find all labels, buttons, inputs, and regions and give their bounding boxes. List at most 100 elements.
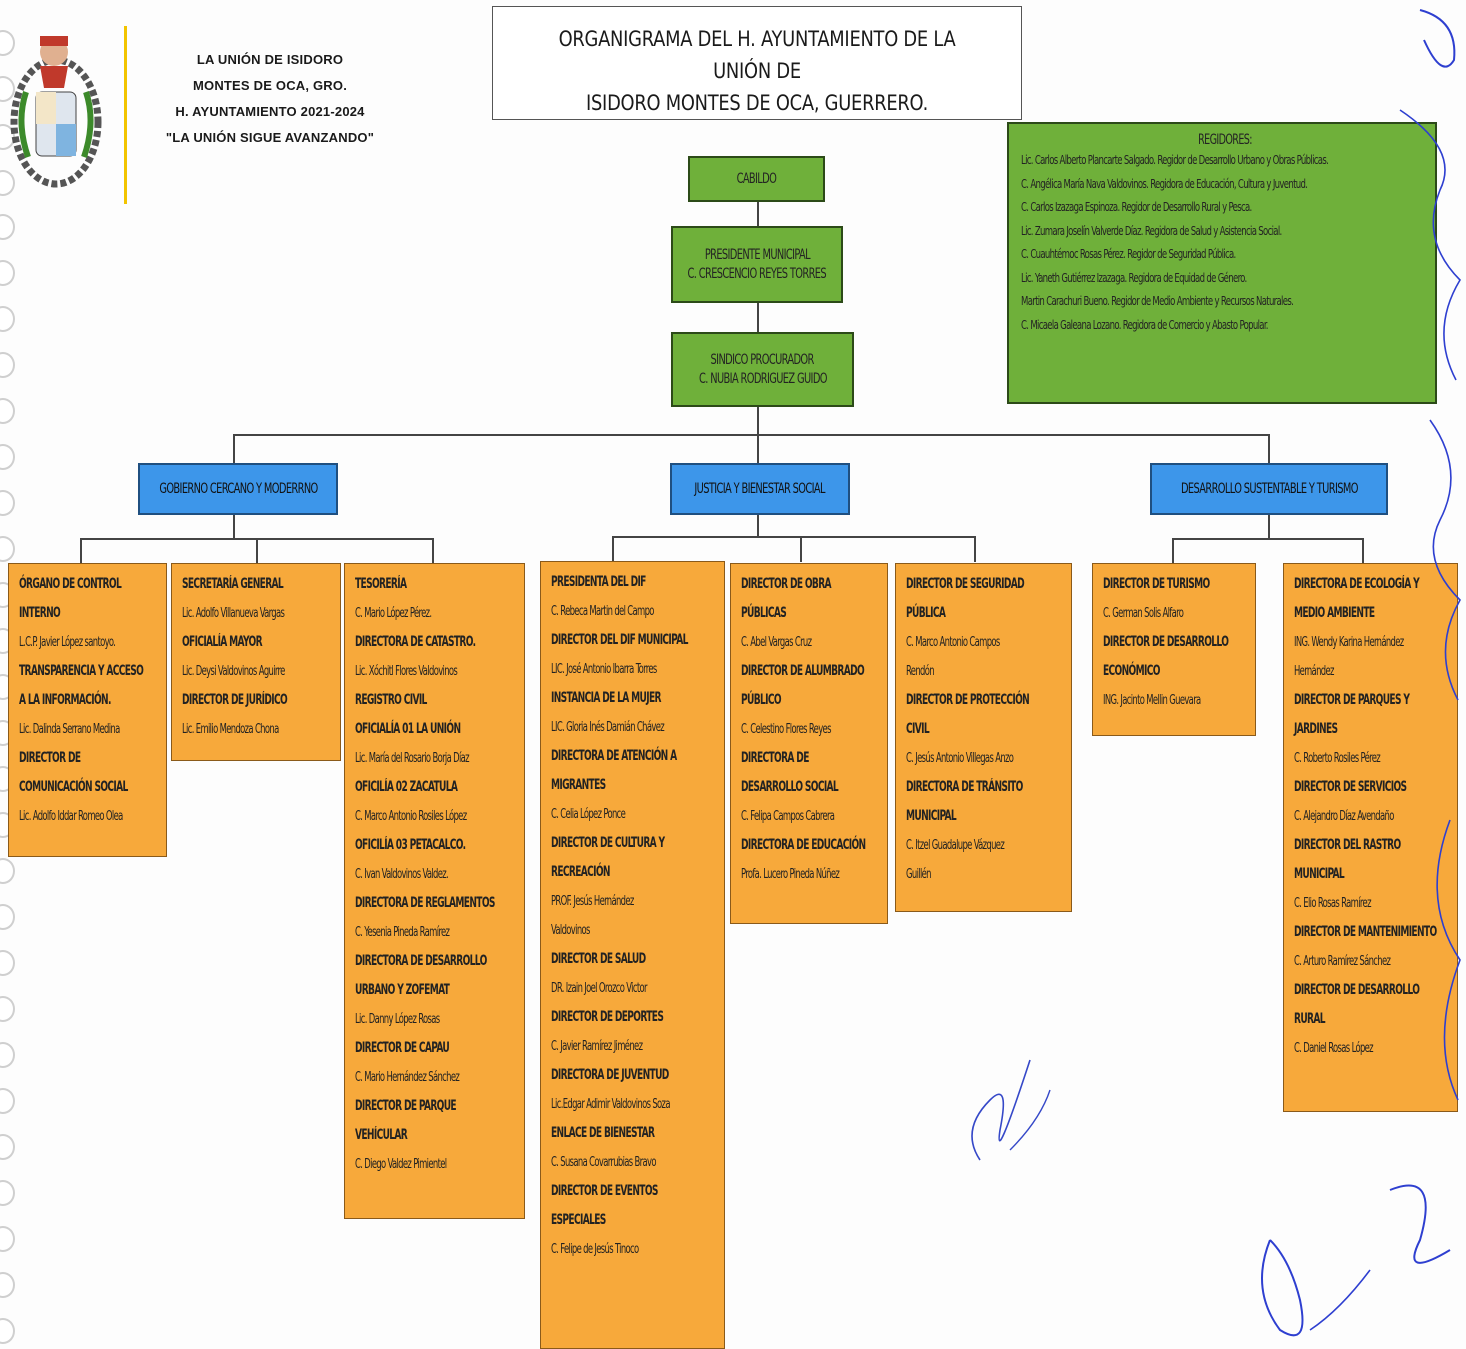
dept-heading: DIRECTORA DE xyxy=(741,750,809,766)
dept-heading: ÓRGANO DE CONTROL xyxy=(19,576,122,592)
dept-person: L.C.P. Javier López santoyo. xyxy=(19,635,116,650)
dept-heading: PÚBLICO xyxy=(741,692,782,708)
handwritten-signature-center xyxy=(971,1059,1051,1161)
dept-heading: VEHÍCULAR xyxy=(355,1127,408,1143)
cabildo-label: CABILDO xyxy=(736,170,777,187)
dept-heading: REGISTRO CIVIL xyxy=(355,692,427,708)
dept-heading: A LA INFORMACIÓN. xyxy=(19,692,111,708)
presidente-title: PRESIDENTE MUNICIPAL xyxy=(704,246,810,263)
dept-person: Profa. Lucero Pineda Núñez xyxy=(741,867,840,882)
regidores-title: REGIDORES: xyxy=(1198,132,1252,148)
regidor-item: C. Carlos Izazaga Espinoza. Regidor de D… xyxy=(1021,199,1252,214)
dept-heading: PÚBLICA xyxy=(906,605,946,621)
dept-heading: ESPECIALES xyxy=(551,1212,606,1228)
dept-person: Lic. María del Rosario Borja Díaz xyxy=(355,751,470,766)
dept-heading: ECONÓMICO xyxy=(1103,663,1160,679)
dept-person: C. Ivan Valdovinos Valdez. xyxy=(355,867,449,882)
dept-person: Lic. Dalinda Serrano Medina xyxy=(19,722,120,737)
dept-heading: OFICILÍA 03 PETACALCO. xyxy=(355,837,466,853)
dept-person: C. Marco Antonio Campos xyxy=(906,635,1000,650)
dept-heading: DIRECTOR DE EVENTOS xyxy=(551,1183,658,1199)
header-line-1: LA UNIÓN DE ISIDORO xyxy=(196,52,344,67)
dept-person: Valdovinos xyxy=(551,923,590,938)
dept-person: C. Abel Vargas Cruz xyxy=(741,635,812,650)
regidor-item: Martin Carachuri Bueno. Regidor de Medio… xyxy=(1021,293,1294,308)
dept-person: C. Rebeca Martin del Campo xyxy=(551,604,654,619)
dept-person: C. Arturo Ramírez Sánchez xyxy=(1294,954,1391,969)
dept-heading: DIRECTOR DE PARQUE xyxy=(355,1098,457,1114)
dept-heading: PÚBLICAS xyxy=(741,605,787,621)
dept-heading: DIRECTORA DE TRÁNSITO xyxy=(906,779,1023,795)
dept-person: C. Mario López Pérez. xyxy=(355,606,432,621)
dept-heading: DIRECTORA DE ATENCIÓN A xyxy=(551,748,677,764)
dept-heading: DIRECTOR DE ALUMBRADO xyxy=(741,663,865,679)
dept-heading: DIRECTOR DE SEGURIDAD xyxy=(906,576,1025,592)
dept-person: C. Susana Covarrubias Bravo xyxy=(551,1155,656,1170)
eje-justicia-label: JUSTICIA Y BIENESTAR SOCIAL xyxy=(694,480,826,497)
dept-heading: DIRECTORA DE ECOLOGÍA Y xyxy=(1294,576,1420,592)
regidor-item: Lic. Yaneth Gutiérrez Izazaga. Regidora … xyxy=(1021,269,1247,285)
regidor-item: Lic. Carlos Alberto Plancarte Salgado. R… xyxy=(1021,152,1329,167)
regidor-item: Lic. Zumara Joselín Valverde Díaz. Regid… xyxy=(1021,222,1282,238)
dept-heading: COMUNICACIÓN SOCIAL xyxy=(19,779,128,795)
dept-heading: SECRETARÍA GENERAL xyxy=(182,576,284,592)
dept-heading: DIRECTOR DE DESARROLLO xyxy=(1103,634,1229,650)
dept-person: C. Felipe de Jesús Tinoco xyxy=(551,1242,639,1257)
dept-heading: DESARROLLO SOCIAL xyxy=(741,779,839,795)
dept-heading: DIRECTOR DE OBRA xyxy=(741,576,832,592)
eje-justicia-box: JUSTICIA Y BIENESTAR SOCIAL xyxy=(670,463,850,515)
dept-person: Lic. Adolfo Villanueva Vargas xyxy=(182,606,285,621)
chart-title-line-2: ISIDORO MONTES DE OCA, GUERRERO. xyxy=(585,91,929,115)
dept-person: C. German Solis Alfaro xyxy=(1103,606,1184,621)
dept-person: ING. Wendy Karina Hernández xyxy=(1294,635,1404,650)
dept-heading: OFICILÍA 02 ZACATULA xyxy=(355,779,458,795)
chart-title: ORGANIGRAMA DEL H. AYUNTAMIENTO DE LA UN… xyxy=(492,6,1022,120)
municipal-crest-logo xyxy=(10,36,102,188)
dept-heading: DIRECTOR DE MANTENIMIENTO xyxy=(1294,924,1437,940)
dept-heading: RECREACIÓN xyxy=(551,864,611,880)
dept-heading: DIRECTORA DE EDUCACIÓN xyxy=(741,837,866,853)
dept-person: C. Celestino Flores Reyes xyxy=(741,722,831,737)
dept-heading: DIRECTOR DE CULTURA Y xyxy=(551,835,665,851)
dept-heading: DIRECTOR DE TURISMO xyxy=(1103,576,1210,592)
dept-heading: RURAL xyxy=(1294,1011,1326,1027)
dept-person: Rendón xyxy=(906,664,935,679)
presidente-name: C. CRESCENCIO REYES TORRES xyxy=(687,265,827,282)
dept-person: C. Jesús Antonio Villegas Anzo xyxy=(906,751,1014,766)
dept-person: C. Marco Antonio Rosiles López xyxy=(355,809,467,824)
dept-person: Lic. Xóchitl Flores Valdovinos xyxy=(355,664,458,679)
dept-heading: URBANO Y ZOFEMAT xyxy=(355,982,450,998)
dept-person: C. Celia López Ponce xyxy=(551,807,626,822)
dept-person: Guillén xyxy=(906,867,932,882)
dept-person: Lic. Emilio Mendoza Chona xyxy=(182,722,279,737)
dept-heading: DIRECTOR DE PROTECCIÓN xyxy=(906,692,1030,708)
handwritten-signature-bottom xyxy=(1261,1239,1371,1337)
dept-person: C. Roberto Rosiles Pérez xyxy=(1294,751,1381,766)
dept-heading: DIRECTOR DE CAPAU xyxy=(355,1040,450,1056)
dept-heading: DIRECTORA DE CATASTRO. xyxy=(355,634,476,650)
dept-heading: OFICIALÍA 01 LA UNIÓN xyxy=(355,721,461,737)
dept-heading: DIRECTOR DE DEPORTES xyxy=(551,1009,664,1025)
dept-heading: TRANSPARENCIA Y ACCESO xyxy=(19,663,144,679)
dept-person: DR. Izain Joel Orozco Victor xyxy=(551,981,647,996)
regidores-box: REGIDORES: Lic. Carlos Alberto Plancarte… xyxy=(1007,122,1437,404)
dept-box-secretaria-general: SECRETARÍA GENERAL Lic. Adolfo Villanueva… xyxy=(171,563,341,761)
dept-heading: DIRECTORA DE JUVENTUD xyxy=(551,1067,669,1083)
dept-person: Lic. Adolfo Iddar Romeo Olea xyxy=(19,809,123,824)
dept-person: C. Alejandro Díaz Avendaño xyxy=(1294,809,1394,824)
sindico-title: SINDICO PROCURADOR xyxy=(710,351,815,368)
dept-person: LIC. José Antonio Ibarra Torres xyxy=(551,662,657,677)
dept-heading: DIRECTOR DE SALUD xyxy=(551,951,646,967)
dept-person: ING. Jacinto Mellin Guevara xyxy=(1103,693,1201,708)
eje-desarrollo-box: DESARROLLO SUSTENTABLE Y TURISMO xyxy=(1150,463,1388,515)
dept-person: C. Mario Hernández Sánchez xyxy=(355,1070,460,1085)
regidor-item: C. Angélica María Nava Valdovinos. Regid… xyxy=(1021,175,1308,191)
dept-box-obras-publicas: DIRECTOR DE OBRA PÚBLICAS C. Abel Vargas C… xyxy=(730,563,888,924)
header-line-2: MONTES DE OCA, GRO. xyxy=(192,78,348,93)
dept-heading: DIRECTOR DE JURÍDICO xyxy=(182,692,288,708)
dept-person: Hernández xyxy=(1294,664,1334,679)
dept-heading: DIRECTORA DE DESARROLLO xyxy=(355,953,487,969)
